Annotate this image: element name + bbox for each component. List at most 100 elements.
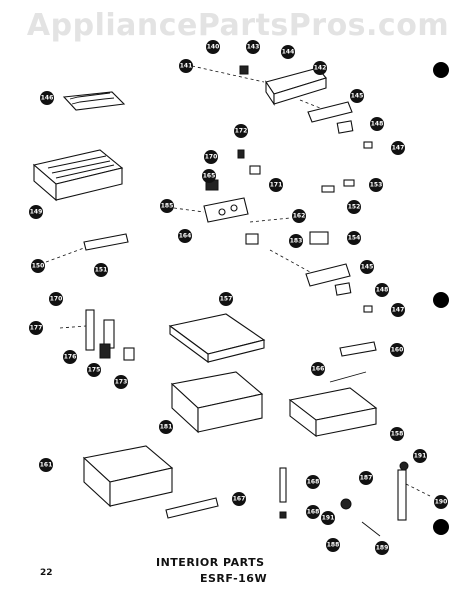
part-175-hinge xyxy=(99,343,111,359)
svg-text:183: 183 xyxy=(290,238,303,245)
part-172-clip xyxy=(237,149,245,159)
part-147-knob-mid xyxy=(363,305,373,313)
binder-hole-bottom xyxy=(433,519,449,535)
callout-178: 170 xyxy=(49,292,63,306)
svg-text:150: 150 xyxy=(32,263,45,270)
part-145-cover-mid xyxy=(305,263,351,287)
callout-170: 170 xyxy=(204,150,218,164)
callout-183: 183 xyxy=(289,234,303,248)
callout-158: 158 xyxy=(390,427,404,441)
svg-text:143: 143 xyxy=(247,44,260,51)
part-176-bracket xyxy=(85,309,115,351)
svg-text:165: 165 xyxy=(203,173,216,180)
svg-text:157: 157 xyxy=(220,296,233,303)
svg-text:147: 147 xyxy=(392,145,405,152)
part-173-roller xyxy=(123,347,135,361)
part-166-rail xyxy=(329,371,367,383)
part-154-box xyxy=(309,231,329,245)
part-167-rail-lower xyxy=(165,497,219,519)
svg-text:146: 146 xyxy=(41,95,54,102)
callout-185: 185 xyxy=(160,199,174,213)
callout-153: 153 xyxy=(369,178,383,192)
part-146-dial xyxy=(336,120,354,134)
part-147-knob-top xyxy=(363,141,373,149)
svg-text:170: 170 xyxy=(205,154,218,161)
svg-text:187: 187 xyxy=(360,475,373,482)
part-188-clip xyxy=(361,521,381,537)
svg-text:172: 172 xyxy=(235,128,248,135)
part-191-bolt-upper xyxy=(399,461,409,471)
svg-text:189: 189 xyxy=(376,545,389,552)
leader-141 xyxy=(191,65,265,83)
svg-text:166: 166 xyxy=(312,366,325,373)
part-151-rail xyxy=(83,233,129,251)
svg-text:148: 148 xyxy=(371,121,384,128)
svg-text:140: 140 xyxy=(207,44,220,51)
callout-160: 160 xyxy=(390,343,404,357)
callout-166: 166 xyxy=(311,362,325,376)
callout-151: 151 xyxy=(94,263,108,277)
svg-text:141: 141 xyxy=(180,63,193,70)
callout-147: 147 xyxy=(391,141,405,155)
callout-141: 141 xyxy=(179,59,193,73)
part-168-strip xyxy=(279,467,287,503)
part-181-crisper xyxy=(170,371,264,434)
callout-171: 171 xyxy=(269,178,283,192)
svg-text:154: 154 xyxy=(348,235,361,242)
part-152-clip xyxy=(321,185,335,193)
callout-176: 176 xyxy=(63,350,77,364)
leader-145-mid xyxy=(269,249,311,273)
callout-165: 165 xyxy=(202,169,216,183)
svg-text:158: 158 xyxy=(391,431,404,438)
callout-190: 190 xyxy=(434,495,448,509)
callout-189: 189 xyxy=(375,541,389,555)
callout-186: 150 xyxy=(31,259,45,273)
part-148-dial-mid xyxy=(334,282,352,296)
svg-text:144: 144 xyxy=(282,49,295,56)
svg-text:145: 145 xyxy=(361,264,374,271)
svg-text:177: 177 xyxy=(30,325,43,332)
svg-text:161: 161 xyxy=(40,462,53,469)
svg-text:167: 167 xyxy=(233,496,246,503)
part-150-meat-pan xyxy=(288,387,378,438)
svg-text:191: 191 xyxy=(322,515,335,522)
callout-148-mid: 148 xyxy=(375,283,389,297)
svg-text:168: 168 xyxy=(307,509,320,516)
part-191-bolt-lower xyxy=(340,498,352,510)
callout-177: 177 xyxy=(29,321,43,335)
callout-142: 142 xyxy=(313,61,327,75)
svg-text:152: 152 xyxy=(348,204,361,211)
svg-text:145: 145 xyxy=(351,93,364,100)
callout-162: 162 xyxy=(292,209,306,223)
svg-text:185: 185 xyxy=(161,203,174,210)
svg-text:168: 168 xyxy=(307,479,320,486)
diagram-caption-title: INTERIOR PARTS xyxy=(156,556,265,569)
watermark: AppliancePartsPros.com xyxy=(26,8,450,43)
callout-145: 145 xyxy=(350,89,364,103)
callout-146: 146 xyxy=(40,91,54,105)
callout-154: 154 xyxy=(347,231,361,245)
leader-162 xyxy=(249,217,291,223)
callout-150: 149 xyxy=(29,205,43,219)
callout-152: 152 xyxy=(347,200,361,214)
svg-text:142: 142 xyxy=(314,65,327,72)
svg-text:160: 160 xyxy=(391,347,404,354)
callout-147-mid: 147 xyxy=(391,303,405,317)
svg-text:153: 153 xyxy=(370,182,383,189)
callout-188-top: 168 xyxy=(306,475,320,489)
part-164-control-panel xyxy=(203,197,249,223)
callout-181: 181 xyxy=(159,420,173,434)
callout-144: 144 xyxy=(281,45,295,59)
part-163-switch xyxy=(245,233,259,245)
svg-text:176: 176 xyxy=(64,354,77,361)
callout-145-mid: 145 xyxy=(360,260,374,274)
callout-173: 173 xyxy=(114,375,128,389)
part-153-clip xyxy=(343,179,355,187)
part-157-shelf xyxy=(168,313,266,364)
binder-hole-top xyxy=(433,62,449,78)
part-171-bracket xyxy=(249,165,261,175)
part-149-ice-tray xyxy=(62,91,126,111)
callout-175: 175 xyxy=(87,363,101,377)
